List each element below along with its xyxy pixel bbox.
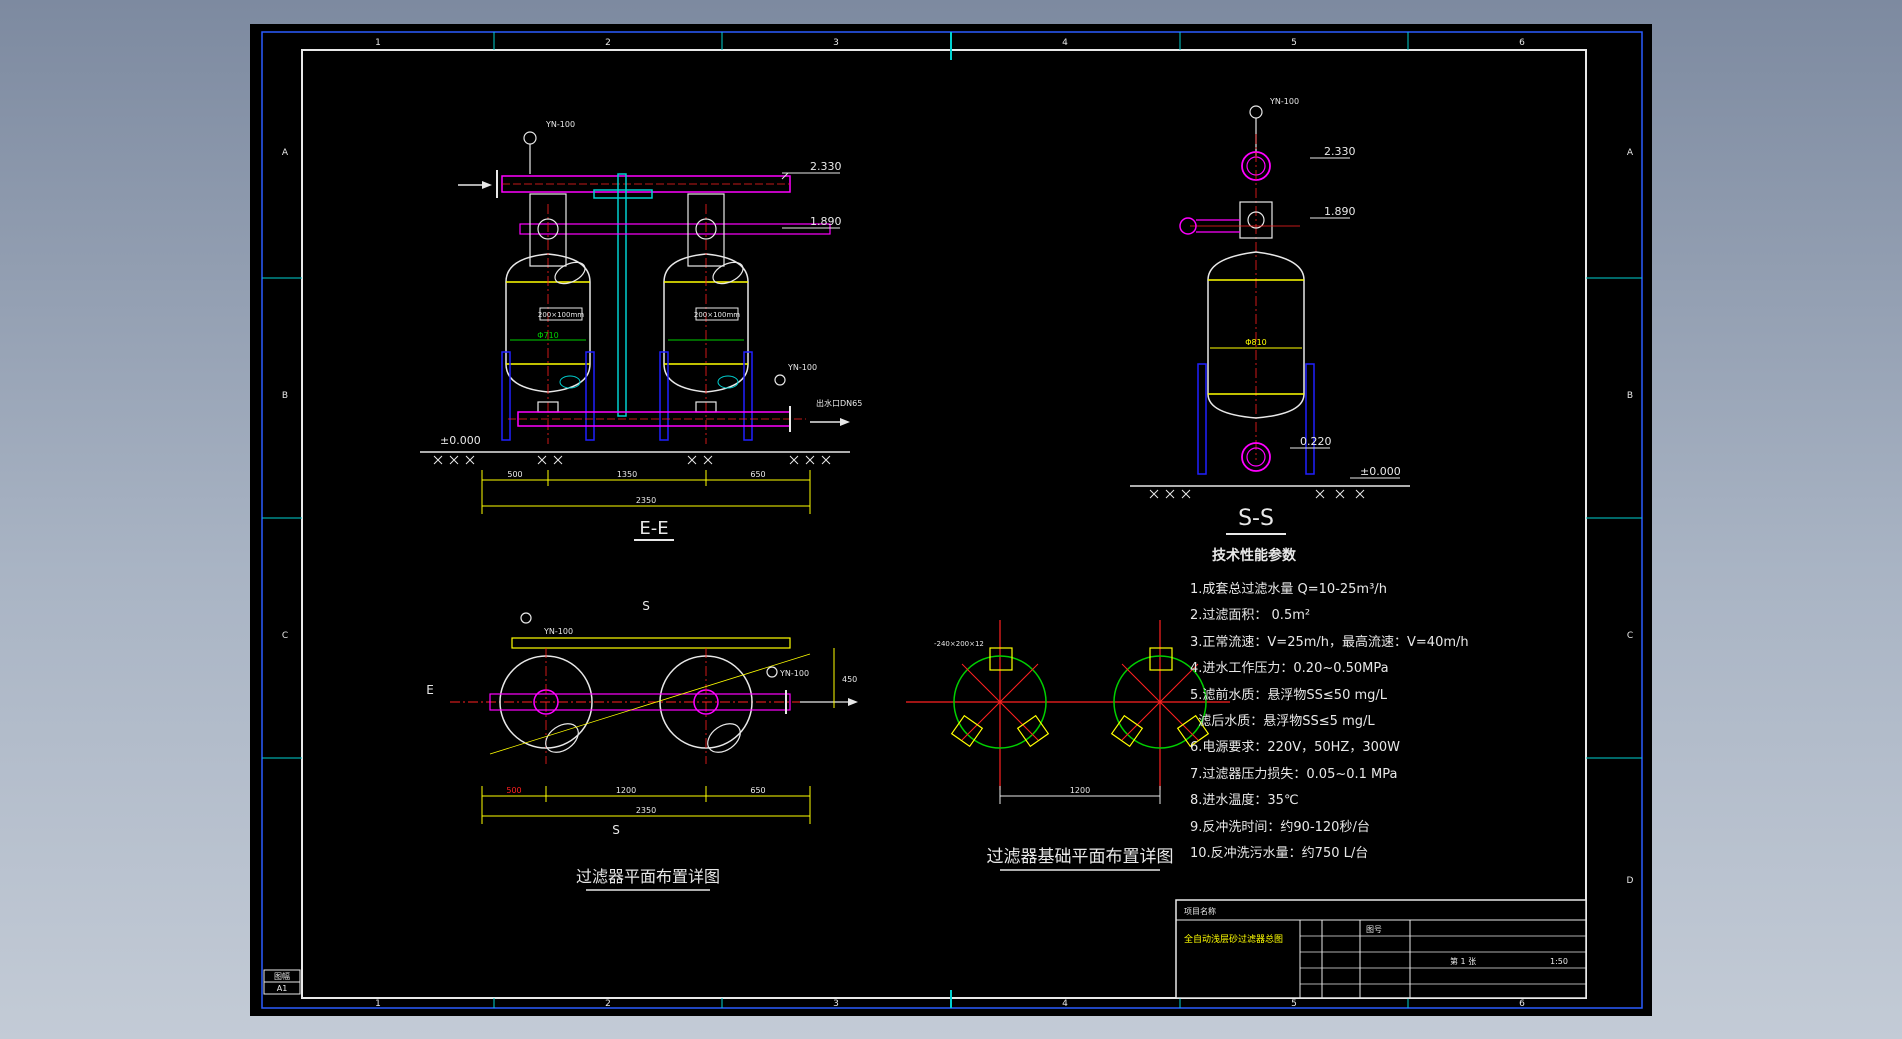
spec-line: 10.反冲洗污水量：约750 L/台 (1190, 846, 1368, 861)
column-number: 1 (375, 38, 381, 48)
plan-gauge-model-2: YN-100 (779, 669, 809, 678)
tank-dia-label: Φ710 (537, 331, 559, 340)
elevation-low-ss: 0.220 (1300, 435, 1332, 448)
row-letter: D (1627, 876, 1634, 886)
spec-line: 8.进水温度：35℃ (1190, 792, 1299, 808)
gauge-model: YN-100 (545, 120, 575, 129)
column-number: 5 (1291, 999, 1297, 1009)
column-number: 6 (1519, 38, 1525, 48)
spec-line: 6.电源要求：220V，50HZ，300W (1190, 740, 1400, 755)
specs-block: 技术性能参数 1.成套总过滤水量 Q=10-25m³/h 2.过滤面积： 0.5… (1190, 547, 1469, 861)
section-mark-left: E (426, 683, 434, 697)
ground-elevation-ss: ±0.000 (1360, 465, 1401, 478)
plan-view: S S E YN-100 YN-100 500 120 (426, 599, 858, 891)
filter-tank-1: Φ710 200×100mm (501, 193, 595, 444)
foundation-dim: 1200 (1070, 786, 1090, 795)
outlet-label: 出水口DN65 (816, 398, 862, 408)
foundation-view: -240×200×12 1200 过滤器基础平面布置详图 (906, 620, 1230, 871)
section-mark-bottom: S (612, 823, 620, 837)
scale: 1:50 (1550, 957, 1568, 966)
plan-dim-vertical: 450 (842, 675, 857, 684)
project-label: 项目名称 (1184, 906, 1216, 916)
column-number: 1 (375, 999, 381, 1009)
elevation-top: 2.330 (810, 160, 842, 173)
outer-border (261, 31, 1643, 1009)
specs-heading: 技术性能参数 (1212, 547, 1297, 564)
column-number: 4 (1062, 999, 1068, 1009)
spec-line: 9.反冲洗时间：约90-120秒/台 (1190, 820, 1370, 835)
elevation-mid-ss: 1.890 (1324, 205, 1356, 218)
row-letter: C (282, 631, 288, 641)
foundation-note: -240×200×12 (934, 640, 984, 648)
plan-dim-mid: 1200 (616, 786, 636, 795)
spec-line: 滤后水质：悬浮物SS≤5 mg/L (1190, 714, 1375, 729)
drawing-no-label: 图号 (1366, 925, 1382, 934)
plan-view-title: 过滤器平面布置详图 (576, 867, 720, 886)
row-letter: B (1627, 391, 1633, 401)
dim-right: 650 (750, 470, 765, 479)
cad-drawing: 1 2 3 4 5 6 1 2 3 4 5 6 A B C A B C D 图幅… (261, 31, 1643, 1009)
plan-dim-right: 650 (750, 786, 765, 795)
dim-mid: 1350 (617, 470, 637, 479)
window-label: 200×100mm (538, 311, 584, 319)
window-label: 200×100mm (694, 311, 740, 319)
dim-total: 2350 (636, 496, 656, 505)
column-number: 3 (833, 38, 839, 48)
column-number: 4 (1062, 38, 1068, 48)
gauge-model-ss: YN-100 (1269, 97, 1299, 106)
title-block: 项目名称 全自动浅层砂过滤器总图 图号 第 1 张 1:50 (1175, 899, 1587, 999)
plan-gauge-model: YN-100 (543, 627, 573, 636)
column-number: 5 (1291, 38, 1297, 48)
column-number: 3 (833, 999, 839, 1009)
corner-value: A1 (277, 984, 288, 993)
inner-border (301, 49, 1587, 999)
view-title-ee: E-E (639, 518, 668, 539)
drawing-name: 全自动浅层砂过滤器总图 (1184, 933, 1283, 945)
spec-line: 7.过滤器压力损失：0.05~0.1 MPa (1190, 767, 1398, 782)
spec-line: 5.滤前水质：悬浮物SS≤50 mg/L (1190, 687, 1388, 703)
column-number: 6 (1519, 999, 1525, 1009)
sheet-no: 第 1 张 (1450, 956, 1476, 966)
tank-dia-ss: Φ810 (1245, 338, 1267, 347)
gauge-model-outlet: YN-100 (787, 363, 817, 372)
ground-elevation: ±0.000 (440, 434, 481, 447)
dim-left: 500 (507, 470, 522, 479)
view-title-ss: S-S (1238, 506, 1274, 531)
foundation-view-title: 过滤器基础平面布置详图 (987, 847, 1174, 867)
spec-line: 1.成套总过滤水量 Q=10-25m³/h (1190, 581, 1387, 597)
section-mark-top: S (642, 599, 650, 613)
row-letter: B (282, 391, 288, 401)
row-letter: A (282, 148, 289, 158)
column-number: 2 (605, 38, 611, 48)
elevation-view-ss: YN-100 Φ810 2.330 1.890 0.220 ±0.000 (1130, 97, 1410, 535)
spec-line: 2.过滤面积： 0.5m² (1190, 608, 1310, 623)
elevation-mid: 1.890 (810, 215, 842, 228)
row-letter: A (1627, 148, 1634, 158)
spec-line: 4.进水工作压力：0.20~0.50MPa (1190, 661, 1389, 676)
column-number: 2 (605, 999, 611, 1009)
drawing-frame: 1 2 3 4 5 6 1 2 3 4 5 6 A B C A B C D 图幅… (261, 31, 1643, 1009)
corner-label: 图幅 (274, 971, 290, 981)
plan-dim-total: 2350 (636, 806, 656, 815)
plan-dim-left: 500 (506, 786, 521, 795)
elevation-view-ee: Φ710 200×100mm 200×100mm (420, 120, 862, 541)
filter-tank-2: 200×100mm (659, 193, 753, 444)
elevation-top-ss: 2.330 (1324, 145, 1356, 158)
drawing-sheet: 1 2 3 4 5 6 1 2 3 4 5 6 A B C A B C D 图幅… (250, 24, 1652, 1016)
spec-line: 3.正常流速：V=25m/h，最高流速：V=40m/h (1190, 634, 1469, 650)
row-letter: C (1627, 631, 1633, 641)
